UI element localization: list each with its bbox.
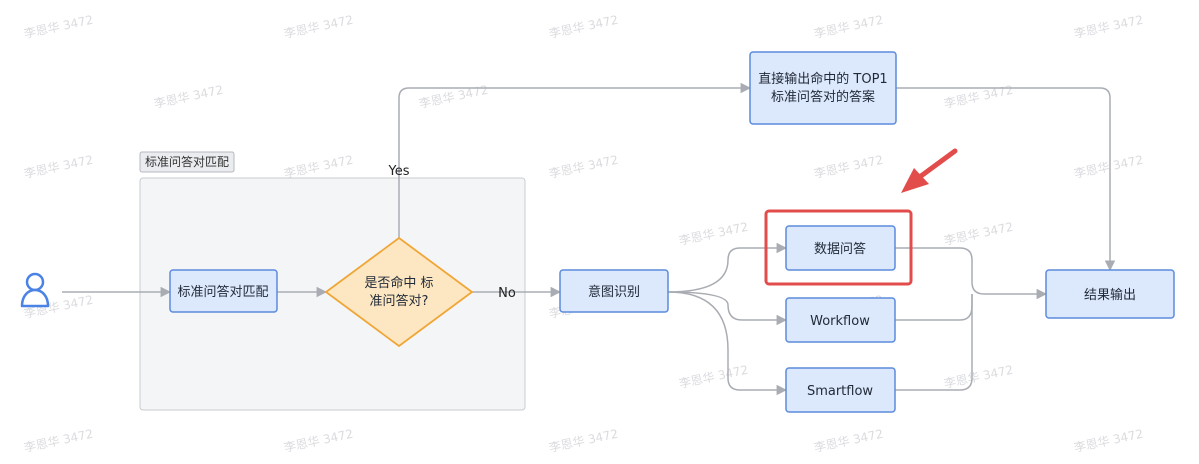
- watermark: 李恩华 3472: [943, 219, 1015, 248]
- watermark: 李恩华 3472: [283, 12, 355, 41]
- result-node-box: [1045, 269, 1175, 319]
- watermark: 李恩华 3472: [548, 12, 620, 41]
- watermark: 李恩华 3472: [813, 426, 885, 455]
- watermark: 李恩华 3472: [23, 426, 95, 455]
- watermark: 李恩华 3472: [943, 82, 1015, 111]
- edge-smartflow-to-result: [895, 294, 973, 391]
- no-label: No: [498, 286, 516, 301]
- intent-node[interactable]: 意图识别: [559, 269, 669, 313]
- watermark: 李恩华 3472: [1073, 12, 1145, 41]
- match-node[interactable]: 标准问答对匹配: [169, 269, 278, 313]
- smartflow-node-label: Smartflow: [807, 384, 873, 399]
- user-icon-body: [20, 288, 50, 308]
- edge-decision-yes-to-top1: [398, 82, 752, 238]
- data-qa-node-box: [785, 225, 896, 271]
- decision-node[interactable]: 是否命中 标 准问答对?: [324, 236, 474, 348]
- watermark: 李恩华 3472: [23, 152, 95, 181]
- workflow-node-box: [785, 297, 896, 343]
- watermark: 李恩华 3472: [678, 219, 750, 248]
- smartflow-node[interactable]: Smartflow: [785, 367, 896, 413]
- user-icon: [20, 272, 50, 308]
- red-pointer-arrow-icon: [901, 148, 958, 193]
- edge-intent-to-data-qa: [667, 242, 788, 293]
- intent-node-box: [559, 269, 669, 313]
- watermark: 李恩华 3472: [283, 426, 355, 455]
- watermark: 李恩华 3472: [813, 12, 885, 41]
- user-icon-head: [25, 272, 45, 292]
- edge-intent-to-workflow: [667, 291, 788, 326]
- edge-intent-to-smartflow: [667, 291, 788, 396]
- data-qa-node-label: 数据问答: [814, 241, 866, 257]
- result-node[interactable]: 结果输出: [1045, 269, 1175, 319]
- watermark: 李恩华 3472: [418, 82, 490, 111]
- workflow-node[interactable]: Workflow: [785, 297, 896, 343]
- result-node-label: 结果输出: [1084, 287, 1136, 303]
- intent-node-label: 意图识别: [588, 284, 640, 300]
- smartflow-node-box: [785, 367, 896, 413]
- watermark: 李恩华 3472: [153, 82, 225, 111]
- watermark: 李恩华 3472: [548, 152, 620, 181]
- watermark: 李恩华 3472: [813, 152, 885, 181]
- watermark: 李恩华 3472: [283, 152, 355, 181]
- connectors: [62, 82, 1116, 396]
- edge-workflow-to-result: [895, 294, 973, 321]
- match-group-label-box: [139, 151, 235, 173]
- red-pointer-arrow-shaft: [918, 148, 958, 179]
- decision-diamond: [324, 236, 474, 348]
- workflow-node-label: Workflow: [810, 314, 870, 329]
- watermark: 李恩华 3472: [678, 362, 750, 391]
- watermark: 李恩华 3472: [1073, 152, 1145, 181]
- red-pointer-arrow-head: [901, 168, 929, 193]
- yes-label: Yes: [388, 164, 410, 179]
- top1-node-label-line1: 直接输出命中的 TOP1: [758, 71, 887, 87]
- edge-top1-to-result: [896, 87, 1116, 272]
- watermark: 李恩华 3472: [23, 12, 95, 41]
- decision-label-line2: 准问答对?: [370, 293, 429, 309]
- match-group-label: 标准问答对匹配: [145, 154, 229, 169]
- decision-label-line1: 是否命中 标: [364, 275, 433, 291]
- top1-node-label-line2: 标准问答对的答案: [771, 89, 875, 105]
- watermark: 李恩华 3472: [943, 362, 1015, 391]
- watermark: 李恩华 3472: [548, 426, 620, 455]
- watermark: 李恩华 3472: [1073, 426, 1145, 455]
- data-qa-node[interactable]: 数据问答: [785, 225, 896, 271]
- match-node-label: 标准问答对匹配: [177, 284, 268, 300]
- edge-data-qa-to-result: [895, 247, 1048, 300]
- match-node-box: [169, 269, 278, 313]
- data-qa-highlight: [764, 209, 913, 286]
- top1-node[interactable]: 直接输出命中的 TOP1 标准问答对的答案: [749, 51, 897, 125]
- top1-node-box: [749, 51, 897, 125]
